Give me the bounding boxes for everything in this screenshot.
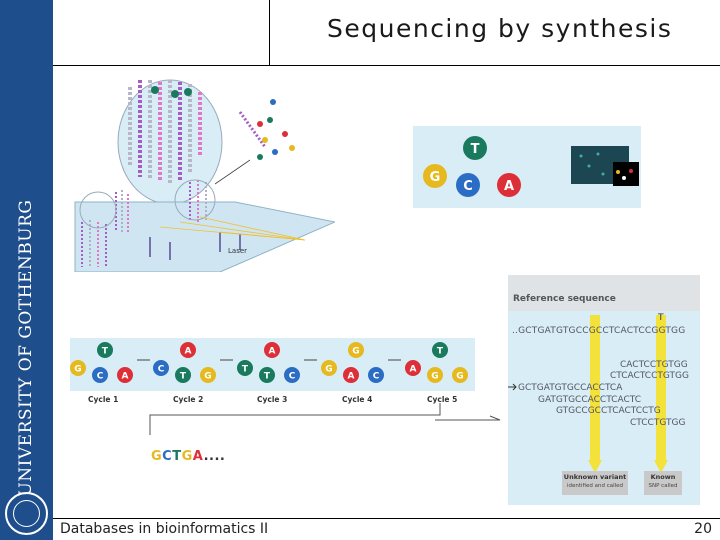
highlight-column-2 [656, 315, 666, 463]
arrows-icon [508, 383, 668, 473]
base-letter: G [431, 372, 438, 382]
base-letter: T [437, 347, 444, 357]
university-seal-icon [5, 492, 48, 535]
base-t-icon [432, 342, 448, 358]
base-a-icon [497, 173, 521, 197]
box2-title: Known [650, 473, 676, 481]
base-letter: C [373, 372, 380, 382]
aligned-read: CACTCCTGTGG [620, 360, 688, 370]
header-rule [53, 65, 720, 66]
cycle-label: Cycle 1 [88, 395, 119, 404]
highlight-column-1 [590, 315, 600, 463]
svg-text:A: A [504, 179, 514, 194]
base-t-icon [97, 342, 113, 358]
cycle-label: Cycle 5 [427, 395, 458, 404]
base-letter: G [456, 372, 463, 382]
alignment-panel: Reference sequence T ..GCTGATGTGCCGCCTCA… [508, 275, 700, 505]
read-arrow [149, 403, 501, 435]
base-letter: A [348, 372, 355, 382]
base-c-icon [456, 173, 480, 197]
base-letter: G [325, 365, 332, 375]
base-g-icon [423, 164, 447, 188]
slide-title: Sequencing by synthesis [327, 14, 673, 43]
read-base: C [162, 449, 173, 464]
base-letter: T [242, 365, 249, 375]
base-t-icon [237, 360, 253, 376]
read-base: G [151, 449, 163, 464]
base-a-icon [180, 342, 196, 358]
base-letter: T [180, 372, 187, 382]
base-letter: A [410, 365, 417, 375]
page-number: 20 [694, 521, 712, 537]
box1-sub: identified and called [566, 483, 624, 489]
base-t-icon [175, 367, 191, 383]
base-a-icon [405, 360, 421, 376]
base-c-icon [368, 367, 384, 383]
arrow-icon [214, 159, 251, 185]
base-g-icon [452, 367, 468, 383]
base-letter: A [269, 347, 276, 357]
svg-text:C: C [463, 179, 473, 194]
base-letter: A [185, 347, 192, 357]
imaging-panel: T G C A [413, 126, 641, 208]
university-name: UNIVERSITY OF GOTHENBURG [16, 199, 36, 497]
base-letter: T [102, 347, 109, 357]
read-base: G [181, 449, 193, 464]
base-t-icon [259, 367, 275, 383]
aligned-read: CTCACTCCTGTGG [610, 371, 689, 381]
reference-sequence: ..GCTGATGTGCCGCCTCACTCCGGTGG [512, 326, 686, 336]
aligned-read: GCTGATGTGCCACCTCA [518, 383, 623, 393]
box2-sub: SNP called [648, 483, 678, 489]
svg-text:G: G [430, 170, 441, 185]
base-g-icon [321, 360, 337, 376]
cycle-label: Cycle 4 [342, 395, 373, 404]
cycle-label: Cycle 3 [257, 395, 288, 404]
svg-text:T: T [471, 142, 480, 157]
base-c-icon [153, 360, 169, 376]
reference-header-band [508, 275, 700, 311]
flowcell-clusters [81, 180, 241, 267]
laser-label: Laser [228, 247, 248, 255]
flowcell-figure: Laser [70, 72, 337, 273]
university-sidebar: UNIVERSITY OF GOTHENBURG [0, 0, 53, 540]
footer-title: Databases in bioinformatics II [60, 521, 269, 537]
base-letter: T [264, 372, 271, 382]
base-g-icon [427, 367, 443, 383]
cycle-label: Cycle 2 [173, 395, 204, 404]
base-t-icon [463, 136, 487, 160]
base-letter: C [158, 365, 165, 375]
read-suffix: .... [203, 449, 226, 464]
base-a-icon [343, 367, 359, 383]
read-sequence: GCTGA.... [151, 449, 225, 464]
laser-beam [159, 216, 306, 241]
base-letter: C [289, 372, 296, 382]
footer-rule [53, 518, 720, 519]
unknown-variant-box: Unknown variant identified and called [562, 471, 628, 495]
base-a-icon [264, 342, 280, 358]
base-g-icon [70, 360, 86, 376]
box1-title: Unknown variant [563, 473, 627, 481]
base-letter: G [204, 372, 211, 382]
header-divider [269, 0, 270, 66]
known-snp-box: Known SNP called [644, 471, 682, 495]
base-letter: G [352, 347, 359, 357]
base-c-icon [284, 367, 300, 383]
variant-letter: T [658, 313, 664, 323]
aligned-read: CTCCTGTGG [630, 418, 686, 428]
base-letter: G [74, 365, 81, 375]
base-letter: A [122, 372, 129, 382]
base-a-icon [117, 367, 133, 383]
read-base: A [192, 449, 204, 464]
base-g-icon [200, 367, 216, 383]
reference-header: Reference sequence [513, 294, 616, 304]
read-base: T [172, 449, 182, 464]
cycles-panel: T G C A A C T G A T T C G G A C T A G G [70, 338, 475, 391]
base-g-icon [348, 342, 364, 358]
free-nucleotides [238, 99, 295, 160]
base-letter: C [97, 372, 104, 382]
cluster-strands-zoom [128, 80, 202, 184]
base-c-icon [92, 367, 108, 383]
aligned-read: GTGCCGCCTCACTCCTG [556, 406, 661, 416]
aligned-read: GATGTGCCACCTCACTC [538, 395, 641, 405]
